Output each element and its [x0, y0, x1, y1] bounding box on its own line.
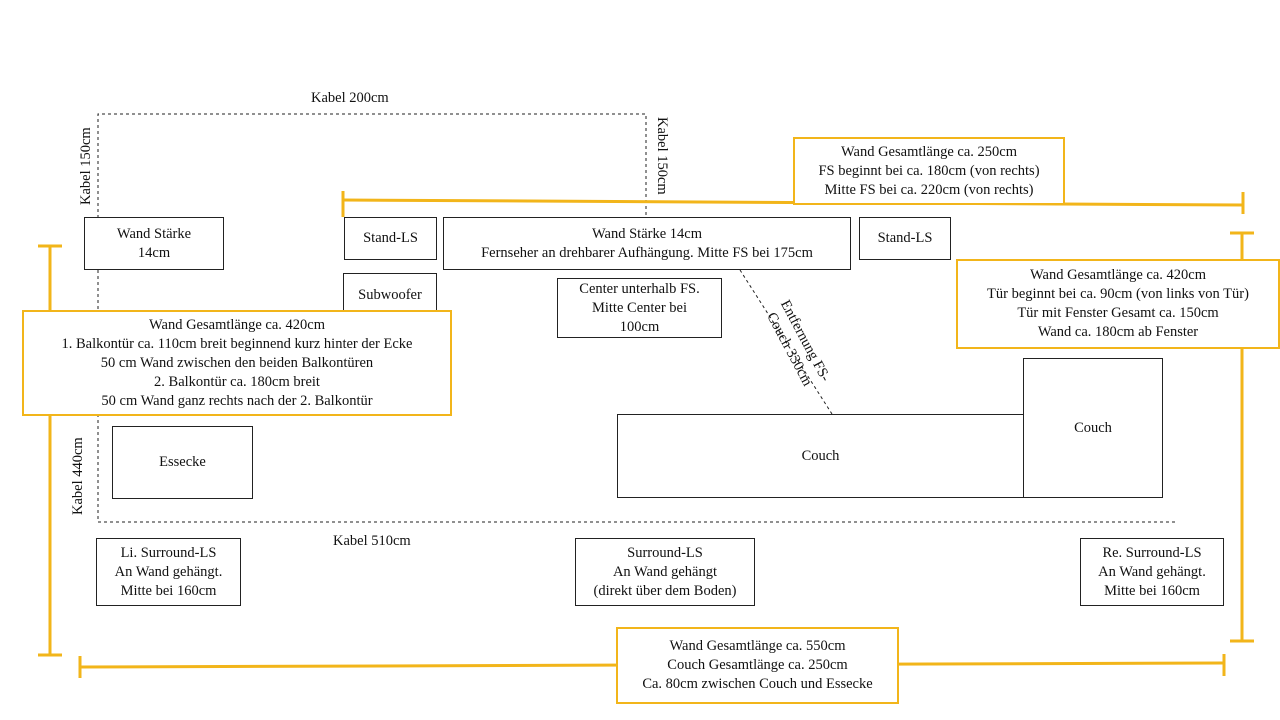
cable-left-side-label: Kabel 440cm [70, 437, 86, 515]
cable-right-top-label: Kabel 150cm [654, 117, 670, 195]
cable-bottom-label: Kabel 510cm [333, 533, 411, 549]
distance-line [739, 269, 833, 415]
cable-left-top-label: Kabel 150cm [78, 127, 94, 205]
cable-top-line [97, 113, 647, 218]
couch-side-box: Couch [1023, 358, 1163, 498]
standing-speaker-right-box: Stand-LS [859, 217, 951, 260]
subwoofer-box: Subwoofer [343, 273, 437, 317]
dining-area-box: Essecke [112, 426, 253, 499]
cable-top-label: Kabel 200cm [311, 90, 389, 106]
standing-speaker-left-box: Stand-LS [344, 217, 437, 260]
couch-main-box: Couch [617, 414, 1024, 498]
